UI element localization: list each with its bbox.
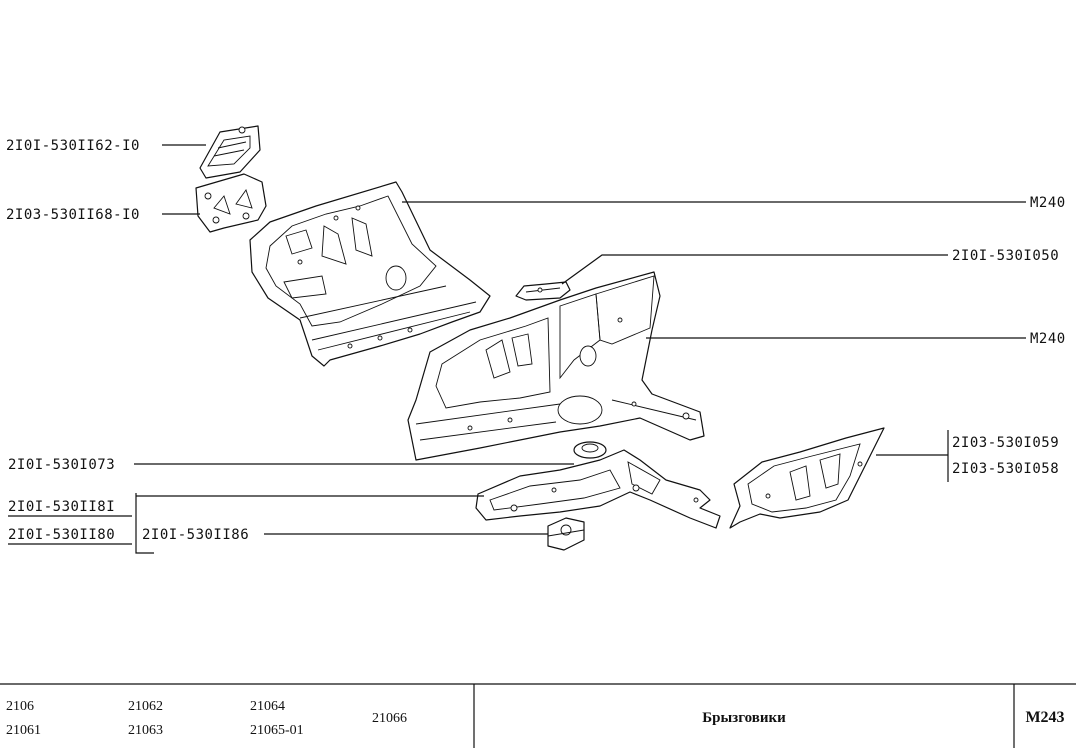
part-clip bbox=[515, 281, 571, 301]
leader-lines bbox=[134, 144, 1026, 554]
part-upper-bracket bbox=[199, 125, 261, 179]
part-lower-rail bbox=[475, 449, 721, 529]
part-right-mudguard bbox=[407, 271, 705, 461]
label-part-round-cap: 2I0I-530I073 bbox=[8, 457, 115, 473]
page-title: Брызговики bbox=[702, 710, 786, 726]
part-left-mudguard bbox=[249, 181, 491, 367]
part-small-mount bbox=[547, 517, 585, 551]
part-round-cap bbox=[573, 441, 607, 459]
label-part-splash-059: 2I03-530I059 bbox=[952, 435, 1059, 451]
model-2106: 2106 bbox=[6, 699, 34, 714]
model-21064: 21064 bbox=[250, 699, 285, 714]
model-21065-01: 21065-01 bbox=[250, 723, 304, 738]
model-21061: 21061 bbox=[6, 723, 41, 738]
model-21062: 21062 bbox=[128, 699, 163, 714]
label-part-rail-180: 2I0I-530II80 bbox=[8, 527, 115, 543]
footer-table bbox=[0, 683, 1076, 748]
model-21066: 21066 bbox=[372, 711, 407, 726]
label-ref-upper: M240 bbox=[1030, 195, 1066, 211]
label-part-rail-181: 2I0I-530II8I bbox=[8, 499, 115, 515]
model-21063: 21063 bbox=[128, 723, 163, 738]
label-part-clip: 2I0I-530I050 bbox=[952, 248, 1059, 264]
page-code: M243 bbox=[1025, 709, 1064, 726]
label-part-gusset-plate: 2I03-530II68-I0 bbox=[6, 207, 140, 223]
label-part-upper-bracket: 2I0I-530II62-I0 bbox=[6, 138, 140, 154]
part-splash-panel bbox=[729, 427, 885, 529]
part-gusset-plate bbox=[195, 173, 267, 233]
label-part-splash-058: 2I03-530I058 bbox=[952, 461, 1059, 477]
label-part-small-mount: 2I0I-530II86 bbox=[142, 527, 249, 543]
label-ref-lower: M240 bbox=[1030, 331, 1066, 347]
